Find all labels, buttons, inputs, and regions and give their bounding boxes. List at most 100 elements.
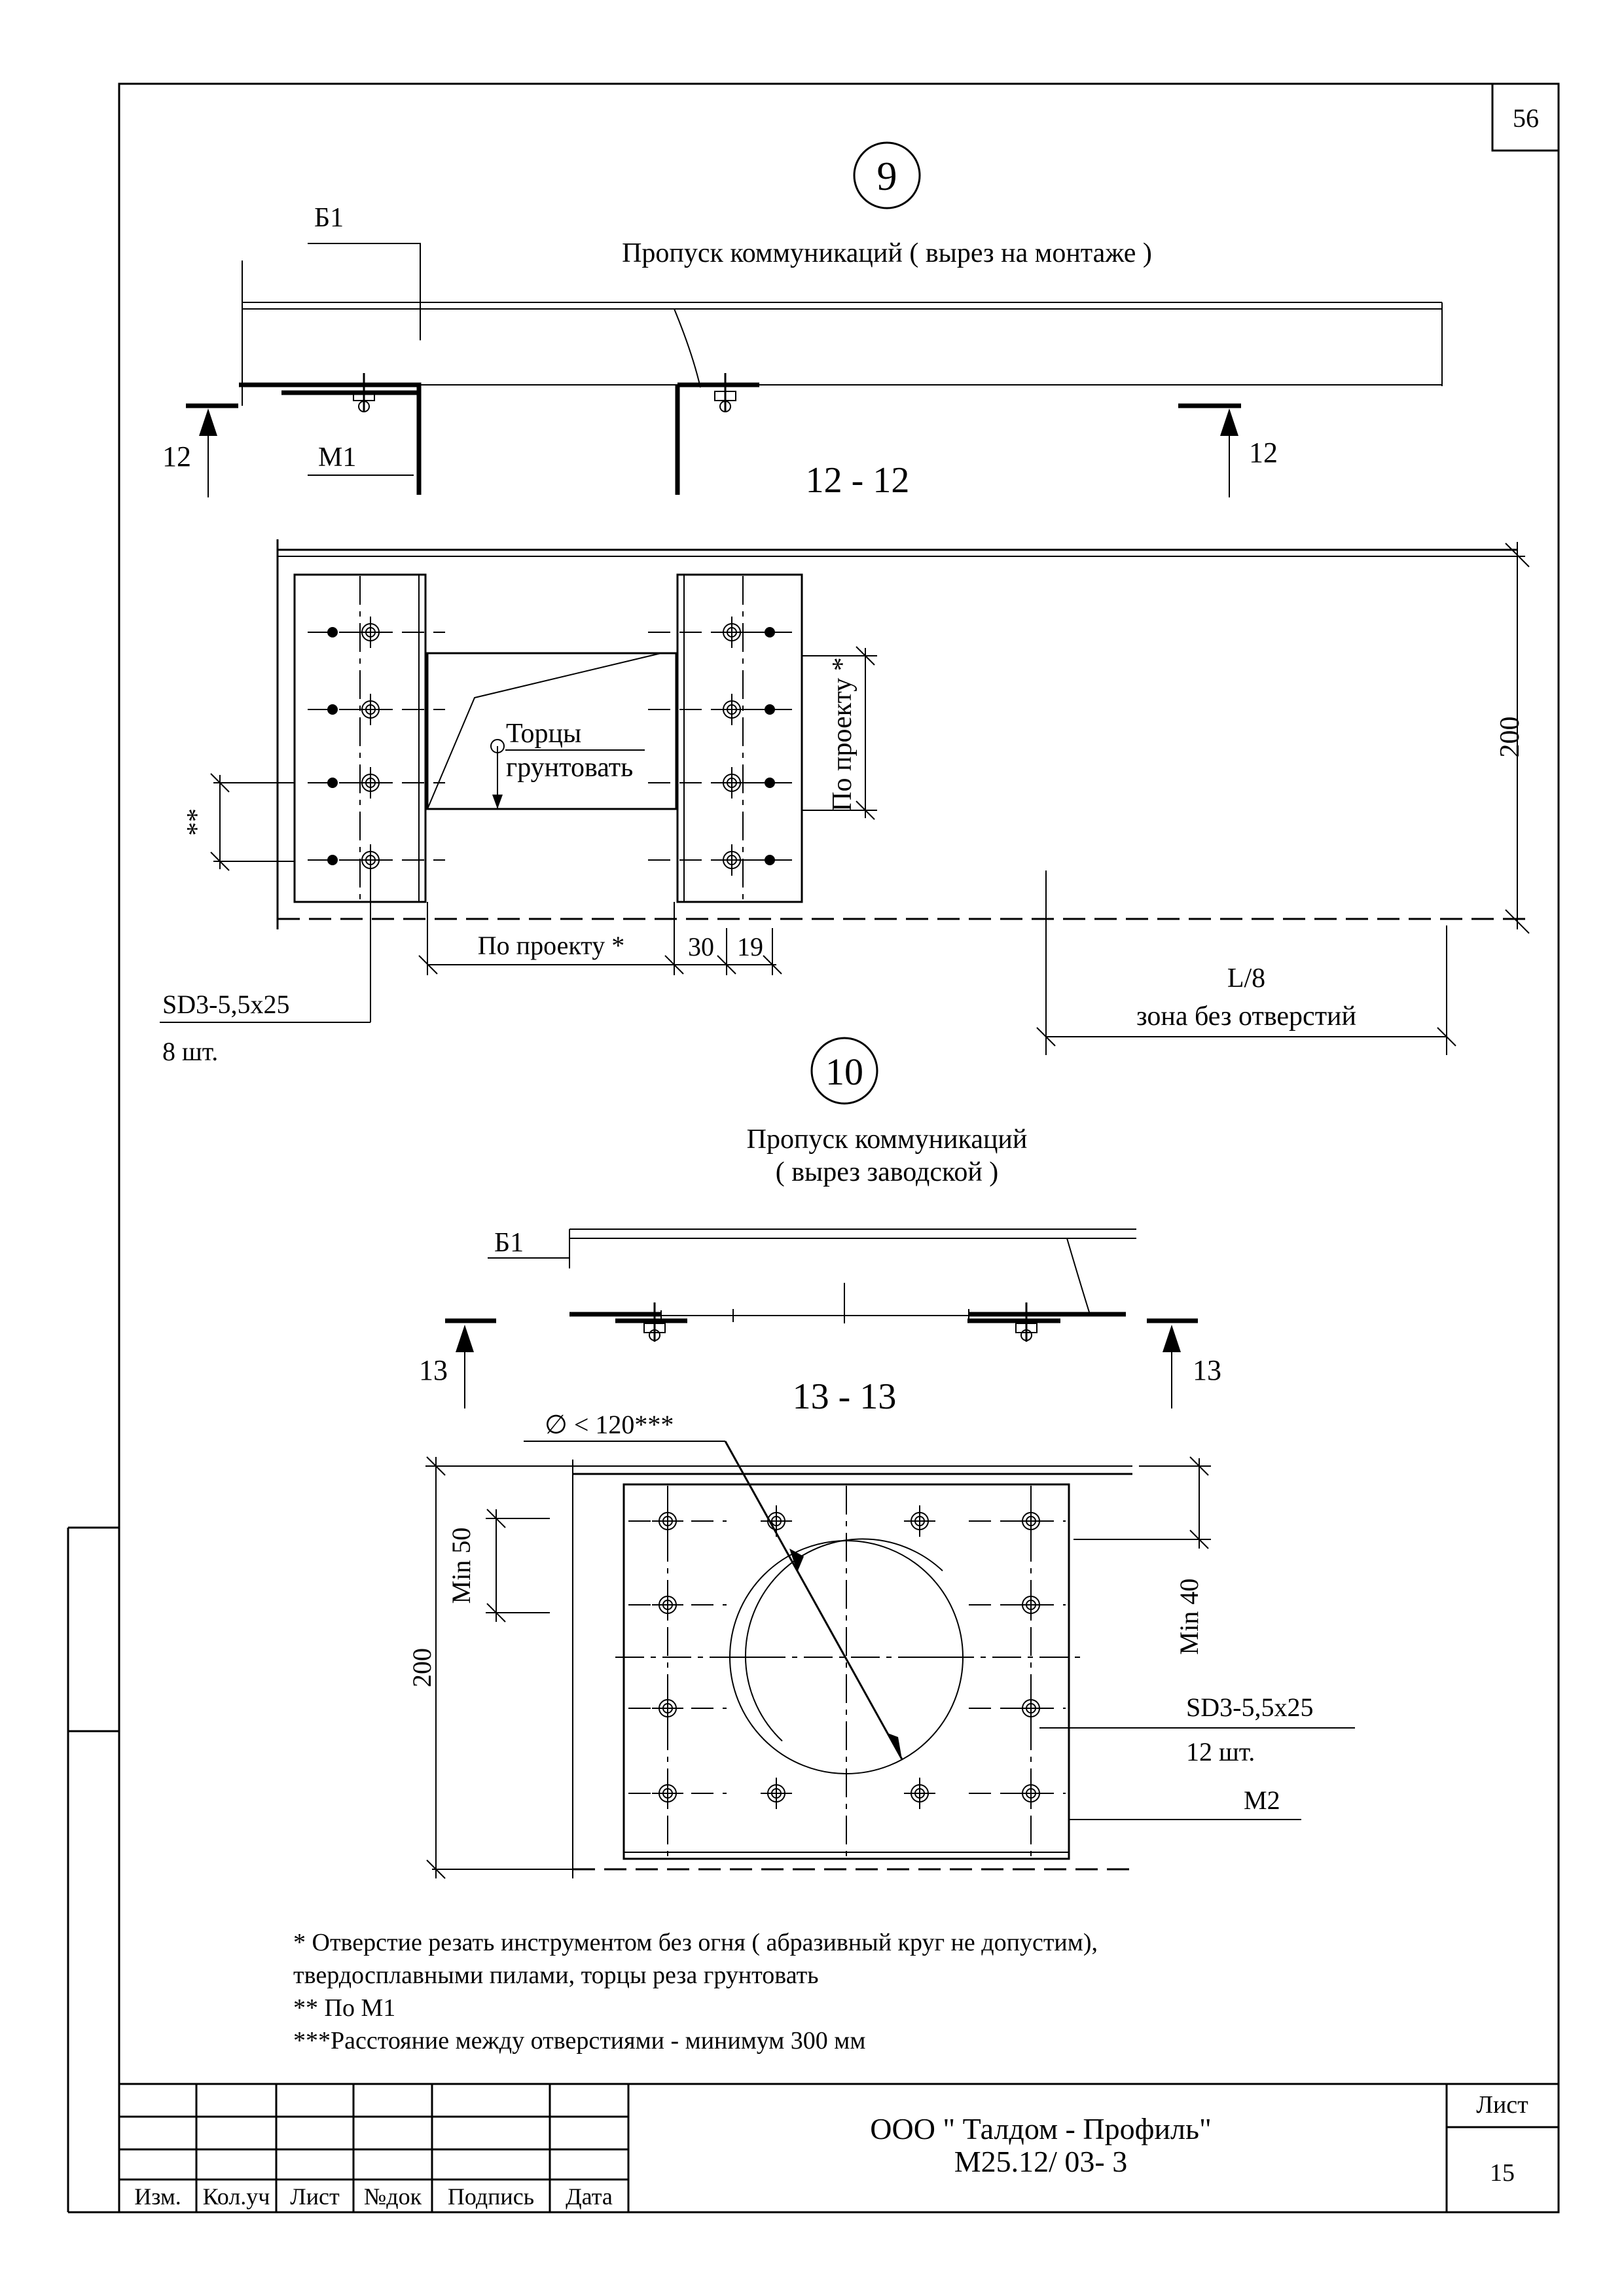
screw-icon [904, 1505, 935, 1537]
dim-min40-label: Min 40 [1174, 1579, 1204, 1655]
beam-label-b1: Б1 [314, 203, 344, 233]
tb-company: ООО " Талдом - Профиль" [870, 2112, 1211, 2145]
screw-icon [716, 694, 748, 725]
dim-height-200-10: 200 [407, 1456, 573, 1879]
footnote-1: * Отверстие резать инструментом без огня… [293, 1929, 1098, 1956]
section-arrow-left: 12 [162, 403, 238, 497]
detail-9-elevation: Б1 М1 [162, 203, 1443, 501]
detail-10: 10 Пропуск коммуникаций ( вырез заводско… [407, 1037, 1355, 1879]
tb-header-kol-uch: Кол.уч [203, 2183, 270, 2210]
detail-9: 9 Пропуск коммуникаций ( вырез на монтаж… [160, 141, 1530, 1066]
screw-icon [904, 1778, 935, 1809]
hole-dot [327, 855, 338, 865]
diameter-leader: ∅ < 120*** [524, 1410, 903, 1760]
detail-9-plan: Торцы грунтовать 200 [160, 539, 1530, 1066]
tb-header-data: Дата [566, 2183, 613, 2210]
dim-min50: Min 50 [446, 1509, 550, 1623]
screw-count-10: 12 шт. [1186, 1737, 1255, 1767]
section-title-13: 13 - 13 [793, 1376, 897, 1417]
screw-label-9: SD3-5,5x25 [162, 990, 289, 1019]
tb-sheet-label: Лист [1476, 2091, 1528, 2119]
tb-doc-code: М25.12/ 03- 3 [954, 2145, 1128, 2178]
tb-header-izm: Изм. [134, 2183, 181, 2210]
screw-leader-9: SD3-5,5x25 8 шт. [160, 863, 371, 1066]
cut-label-right-13: 13 [1193, 1354, 1221, 1386]
dim-star2-label: ** [182, 808, 212, 836]
detail-9-number-circle [853, 141, 921, 209]
tb-header-podpis: Подпись [448, 2183, 534, 2210]
detail-9-number: 9 [877, 154, 897, 199]
hole-dot [765, 778, 775, 788]
diameter-label: ∅ < 120*** [545, 1410, 674, 1439]
hole-dot [327, 627, 338, 637]
dim-min50-label: Min 50 [446, 1528, 476, 1604]
footnote-3: ** По М1 [293, 1994, 395, 2022]
plate-leader-m2: М2 [1069, 1785, 1301, 1820]
dim-19-label: 19 [737, 932, 763, 961]
dim-bottom-row: По проекту * 30 19 [418, 902, 782, 975]
dim-l8-label: L/8 [1227, 963, 1265, 994]
beam-label-b1-10: Б1 [494, 1228, 524, 1258]
dim-height-200: 200 [1495, 542, 1530, 934]
screw-label-10: SD3-5,5x25 [1186, 1693, 1313, 1722]
opening-arc [744, 1538, 943, 1742]
tb-sheet-number: 15 [1490, 2159, 1515, 2187]
bolt-icon [643, 1302, 666, 1342]
screw-icon [716, 844, 748, 876]
cut-label-right: 12 [1249, 437, 1278, 469]
section-title-12: 12 - 12 [806, 460, 910, 501]
note-ends-line1: Торцы [506, 719, 581, 749]
screw-leader-10: SD3-5,5x25 12 шт. [1039, 1693, 1355, 1767]
detail-10-plan: ∅ < 120*** Min 50 200 [407, 1410, 1355, 1879]
section-arrow-left-13: 13 [419, 1318, 496, 1408]
detail-9-title: Пропуск коммуникаций ( вырез на монтаже … [622, 238, 1152, 268]
screw-group-plate-10 [628, 1505, 1066, 1809]
dim-star2: ** [182, 773, 295, 871]
detail-10-number-circle [810, 1037, 878, 1105]
tb-header-ndok: №док [364, 2183, 422, 2210]
bolt-icon [1015, 1302, 1038, 1342]
detail-10-number: 10 [825, 1050, 863, 1093]
screw-icon [761, 1778, 792, 1809]
page-number-box [1491, 82, 1560, 152]
section-arrow-right-13: 13 [1147, 1318, 1221, 1408]
reinforcing-plate [623, 1483, 1070, 1860]
cut-label-left-13: 13 [419, 1354, 448, 1386]
dim-30-label: 30 [688, 932, 714, 961]
screw-icon [355, 767, 386, 798]
detail-10-title-line1: Пропуск коммуникаций [747, 1124, 1028, 1155]
zone-no-holes-label: зона без отверстий [1136, 1001, 1356, 1031]
screw-group-plate-9 [308, 617, 792, 876]
angle-label-m1: М1 [318, 442, 356, 473]
footnotes: * Отверстие резать инструментом без огня… [293, 1929, 1098, 2054]
section-arrow-right: 12 [1178, 403, 1278, 497]
hole-dot [765, 627, 775, 637]
screw-icon [716, 617, 748, 648]
screw-icon [761, 1505, 792, 1537]
sheet-frame: 56 [67, 82, 1560, 2214]
dim-l8: L/8 зона без отверстий [1036, 870, 1456, 1055]
hole-dot [765, 855, 775, 865]
dim-min40: Min 40 [1074, 1456, 1211, 1655]
screw-icon [355, 694, 386, 725]
hole-dot [327, 778, 338, 788]
opening [426, 652, 677, 810]
dim-200-label: 200 [1495, 717, 1525, 758]
title-block: Изм. Кол.уч Лист №док Подпись Дата ООО "… [119, 2083, 1559, 2212]
footnote-4: ***Расстояние между отверстиями - миниму… [293, 2027, 865, 2054]
detail-10-elevation: Б1 [419, 1228, 1221, 1417]
dim-200-label-10: 200 [407, 1648, 437, 1687]
screw-count-9: 8 шт. [162, 1037, 218, 1066]
plate-label-m2: М2 [1244, 1785, 1280, 1815]
note-ends-line2: грунтовать [506, 753, 633, 783]
bolt-icon [714, 373, 736, 412]
screw-icon [355, 617, 386, 648]
dim-opening-width-label: По проекту * [478, 931, 624, 960]
detail-10-title-line2: ( вырез заводской ) [776, 1157, 999, 1187]
hole-dot [327, 704, 338, 715]
tb-header-list: Лист [290, 2183, 340, 2210]
dim-opening-height-label: По проекту * [827, 657, 857, 812]
footnote-2: твердосплавными пилами, торцы реза грунт… [293, 1962, 819, 1989]
screw-icon [716, 767, 748, 798]
